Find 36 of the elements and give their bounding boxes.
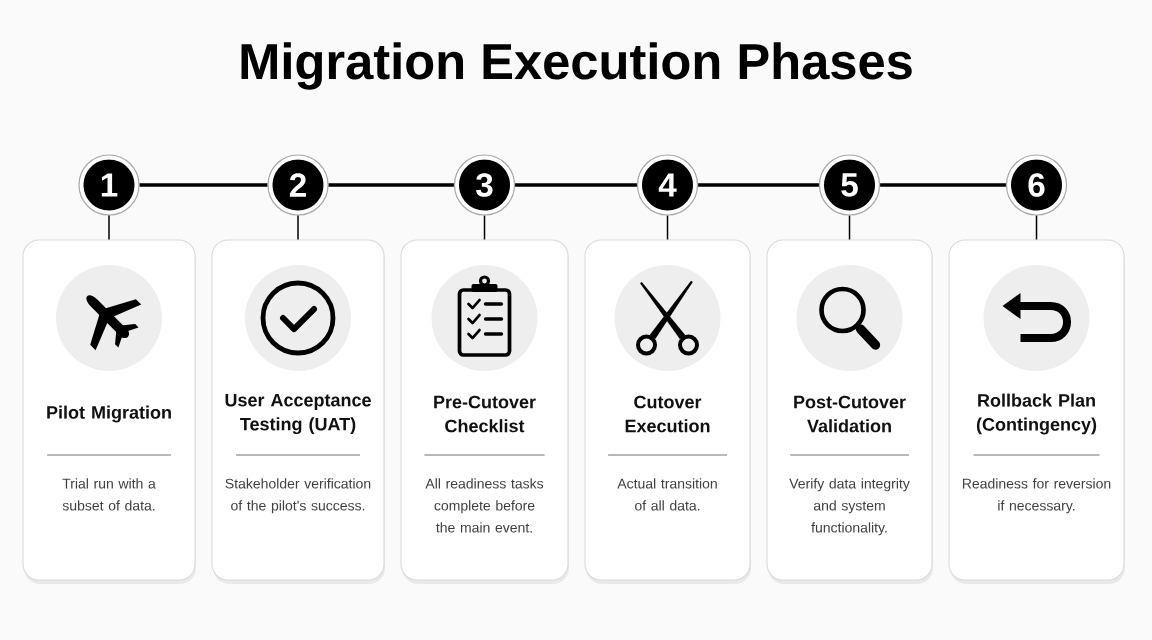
connector-line [297, 214, 299, 241]
card-description: Trial run with a subset of data. [62, 478, 156, 511]
connector-line [698, 183, 819, 187]
number-badge: 3 [453, 154, 516, 216]
phase-card [584, 239, 751, 584]
connector-line [515, 183, 637, 187]
card-title: Pre-Cutover Checklist [434, 395, 536, 433]
phase-card [400, 239, 569, 584]
card-description: Readiness for reversion if necessary. [962, 478, 1111, 514]
card-title: User Acceptance Testing (UAT) [225, 393, 371, 435]
number-badge: 5 [818, 154, 881, 216]
card-title: Post-Cutover Validation [794, 395, 906, 433]
phase-card [22, 239, 196, 584]
card-title: Cutover Execution [625, 395, 710, 433]
number-badge: 2 [267, 154, 329, 216]
number-badge: 6 [1005, 154, 1068, 216]
connector-line [139, 183, 268, 187]
connector-line [848, 214, 851, 241]
connector-line [483, 214, 486, 241]
card-description: All readiness tasks complete before the main event. [425, 478, 544, 533]
card-title: Rollback Plan (Contingency) [976, 393, 1097, 435]
connector-line [880, 183, 1006, 187]
connector-line [328, 183, 454, 187]
card-title: Pilot Migration [47, 405, 171, 423]
phase-card [948, 239, 1125, 584]
connector-line [108, 214, 110, 241]
phase-card [766, 239, 933, 584]
title: Migration Execution Phases [241, 42, 912, 90]
phase-card [211, 239, 385, 584]
card-description: Actual transition of all data. [617, 478, 717, 511]
card-description: Stakeholder verification of the pilot's success. [225, 478, 371, 514]
card-description: Verify data integrity and system functionality. [789, 478, 910, 536]
connector-line [666, 214, 669, 241]
number-badge: 1 [78, 154, 140, 216]
number-badge: 4 [636, 154, 699, 216]
connector-line [1035, 214, 1038, 241]
